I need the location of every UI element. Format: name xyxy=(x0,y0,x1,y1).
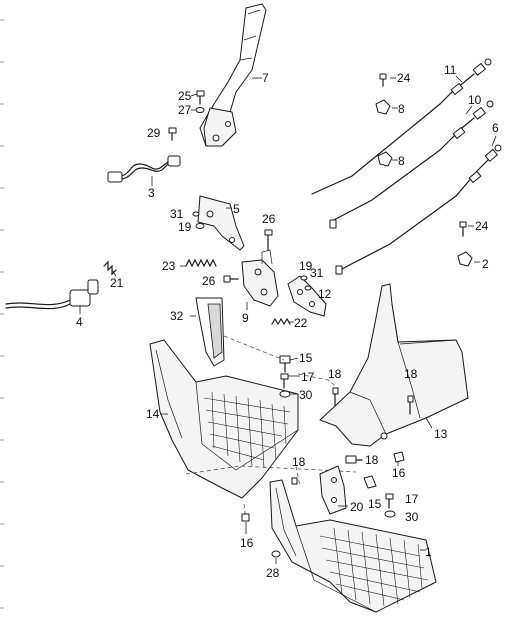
callout-3: 3 xyxy=(148,186,155,200)
callout-27: 27 xyxy=(178,103,192,117)
part-6-cable xyxy=(335,135,502,275)
part-24-8-2-clips xyxy=(375,73,480,267)
callout-19: 19 xyxy=(178,220,192,234)
callout-17: 17 xyxy=(405,492,419,506)
part-3-switch-harness xyxy=(107,155,181,186)
part-13-center-panel xyxy=(319,283,469,447)
callout-22: 22 xyxy=(294,316,308,330)
callout-30: 30 xyxy=(405,510,419,524)
callout-28: 28 xyxy=(266,566,280,580)
part-10-cable xyxy=(329,100,494,229)
callout-18: 18 xyxy=(292,455,306,469)
callout-16: 16 xyxy=(240,536,254,550)
part-15-17-18-30-fasteners xyxy=(279,355,414,415)
part-9-lever-plate xyxy=(241,249,279,310)
callout-1: 1 xyxy=(425,545,432,559)
callout-6: 6 xyxy=(492,121,499,135)
callout-2: 2 xyxy=(482,257,489,271)
callout-30: 30 xyxy=(299,388,313,402)
callout-5: 5 xyxy=(233,202,240,216)
part-23-spring xyxy=(180,258,217,268)
part-20-bracket xyxy=(319,455,396,518)
assembly-guide-lines xyxy=(185,335,357,521)
part-1-right-footrest xyxy=(269,479,437,613)
callout-24: 24 xyxy=(397,71,411,85)
callout-15: 15 xyxy=(299,351,313,365)
callout-13: 13 xyxy=(434,427,448,441)
part-14-left-footrest xyxy=(149,339,299,499)
callout-12: 12 xyxy=(318,287,332,301)
callout-4: 4 xyxy=(76,315,83,329)
part-26-bolts xyxy=(223,229,273,283)
part-11-cable xyxy=(311,58,492,195)
part-25-27-bolt-washer xyxy=(190,90,205,113)
callout-18: 18 xyxy=(404,367,418,381)
part-29-bolt xyxy=(168,127,177,141)
callout-10: 10 xyxy=(468,93,482,107)
part-4-21-switch-cable xyxy=(5,260,117,314)
callout-18: 18 xyxy=(328,367,342,381)
callout-14: 14 xyxy=(146,407,160,421)
part-7-lever xyxy=(199,3,267,147)
callout-18: 18 xyxy=(365,453,379,467)
callout-15: 15 xyxy=(368,497,382,511)
callout-23: 23 xyxy=(162,259,176,273)
part-16-nuts xyxy=(241,451,405,534)
callout-26: 26 xyxy=(262,212,276,226)
callout-16: 16 xyxy=(392,466,406,480)
part-12-bracket xyxy=(287,275,327,317)
callout-11: 11 xyxy=(444,63,457,77)
callout-labels: 7 11 24 25 27 8 10 29 6 8 3 5 31 19 26 2… xyxy=(76,63,499,580)
callout-24: 24 xyxy=(475,219,489,233)
callout-32: 32 xyxy=(170,309,184,323)
callout-25: 25 xyxy=(178,89,192,103)
margin-ticks xyxy=(0,19,4,609)
callout-9: 9 xyxy=(242,311,249,325)
callout-31: 31 xyxy=(310,266,324,280)
callout-17: 17 xyxy=(301,370,315,384)
part-5-bracket xyxy=(197,195,245,251)
callout-8: 8 xyxy=(398,154,405,168)
part-28-18-small-parts xyxy=(271,477,298,564)
callout-21: 21 xyxy=(110,276,124,290)
callout-19: 19 xyxy=(299,259,313,273)
callout-7: 7 xyxy=(262,71,269,85)
part-22-spring xyxy=(271,317,294,326)
callout-20: 20 xyxy=(350,500,364,514)
callout-29: 29 xyxy=(147,126,161,140)
callout-26: 26 xyxy=(202,274,216,288)
callout-8: 8 xyxy=(398,102,405,116)
callout-31: 31 xyxy=(170,207,184,221)
part-31-19-rings xyxy=(192,211,205,229)
part-32-bracket xyxy=(190,297,225,367)
